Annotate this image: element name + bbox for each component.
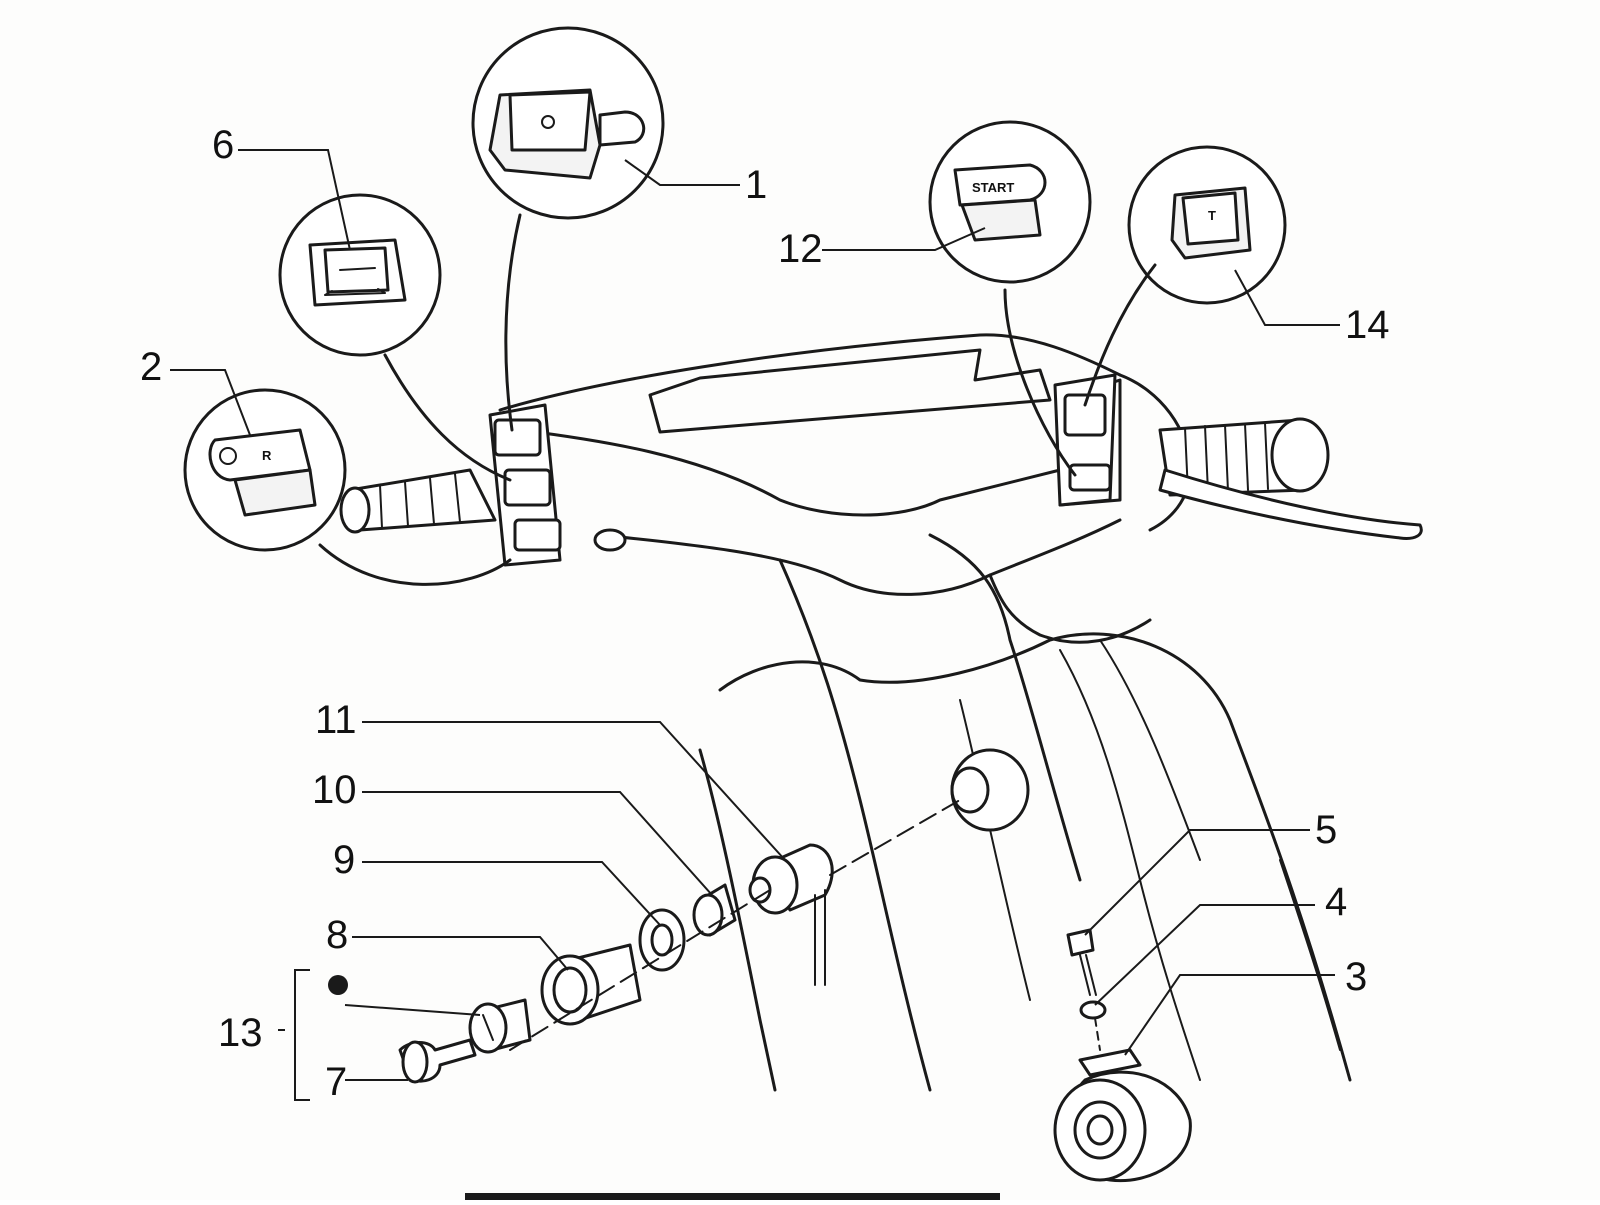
callout-3: 3 bbox=[1345, 955, 1367, 999]
callout-6: 6 bbox=[212, 123, 234, 167]
hazard-symbol-icon bbox=[541, 115, 555, 129]
ignition-symbol-label: T bbox=[1208, 208, 1216, 223]
horn-symbol-label: R bbox=[262, 448, 272, 463]
callout-5: 5 bbox=[1315, 808, 1337, 852]
ignition-switch-body bbox=[748, 843, 834, 986]
detail-circle-horn-switch: R bbox=[183, 388, 347, 552]
bushing bbox=[692, 883, 737, 937]
washer bbox=[638, 908, 686, 972]
detail-circle-start-switch: START bbox=[928, 120, 1092, 284]
callout-9: 9 bbox=[333, 838, 355, 882]
assembly-axis bbox=[509, 799, 961, 1051]
callout-14: 14 bbox=[1345, 303, 1390, 347]
detail-circle-turn-signal-switch bbox=[278, 193, 442, 357]
ignition-key bbox=[398, 1038, 477, 1084]
callout-1: 1 bbox=[745, 163, 767, 207]
left-switch-housing bbox=[488, 403, 627, 567]
callout-labels: 1 2 3 4 5 6 7 8 9 10 11 12 13 14 bbox=[140, 123, 1390, 1104]
callout-10: 10 bbox=[312, 768, 357, 812]
leader-lines bbox=[170, 149, 1340, 1101]
callout-7: 7 bbox=[325, 1060, 347, 1104]
callout-12: 12 bbox=[778, 227, 823, 271]
lock-barrel bbox=[468, 998, 532, 1054]
callout-4: 4 bbox=[1325, 880, 1347, 924]
callout-13: 13 bbox=[218, 1011, 263, 1055]
rubber-grommet bbox=[950, 748, 1030, 832]
left-grip bbox=[339, 468, 497, 534]
horn-washer bbox=[1079, 1000, 1107, 1020]
page-bottom-rule bbox=[465, 1193, 1000, 1200]
start-button-label: START bbox=[972, 180, 1014, 195]
turn-arrows-icon bbox=[324, 288, 386, 296]
callout-11: 11 bbox=[315, 698, 357, 742]
callout-8: 8 bbox=[326, 913, 348, 957]
detail-circle-hazard-switch bbox=[471, 26, 665, 220]
brake-lever bbox=[1158, 468, 1423, 540]
leg-shield bbox=[698, 533, 1352, 1092]
callout-2: 2 bbox=[140, 345, 162, 389]
horn-assembly bbox=[1053, 1048, 1192, 1183]
horn-axis bbox=[1094, 1017, 1101, 1051]
horn-bolt bbox=[1066, 928, 1097, 996]
small-pin bbox=[328, 975, 348, 995]
detail-circle-ignition-switch: T bbox=[1127, 145, 1287, 305]
right-switch-housing bbox=[1053, 373, 1117, 507]
detail-arrows bbox=[318, 213, 1157, 586]
